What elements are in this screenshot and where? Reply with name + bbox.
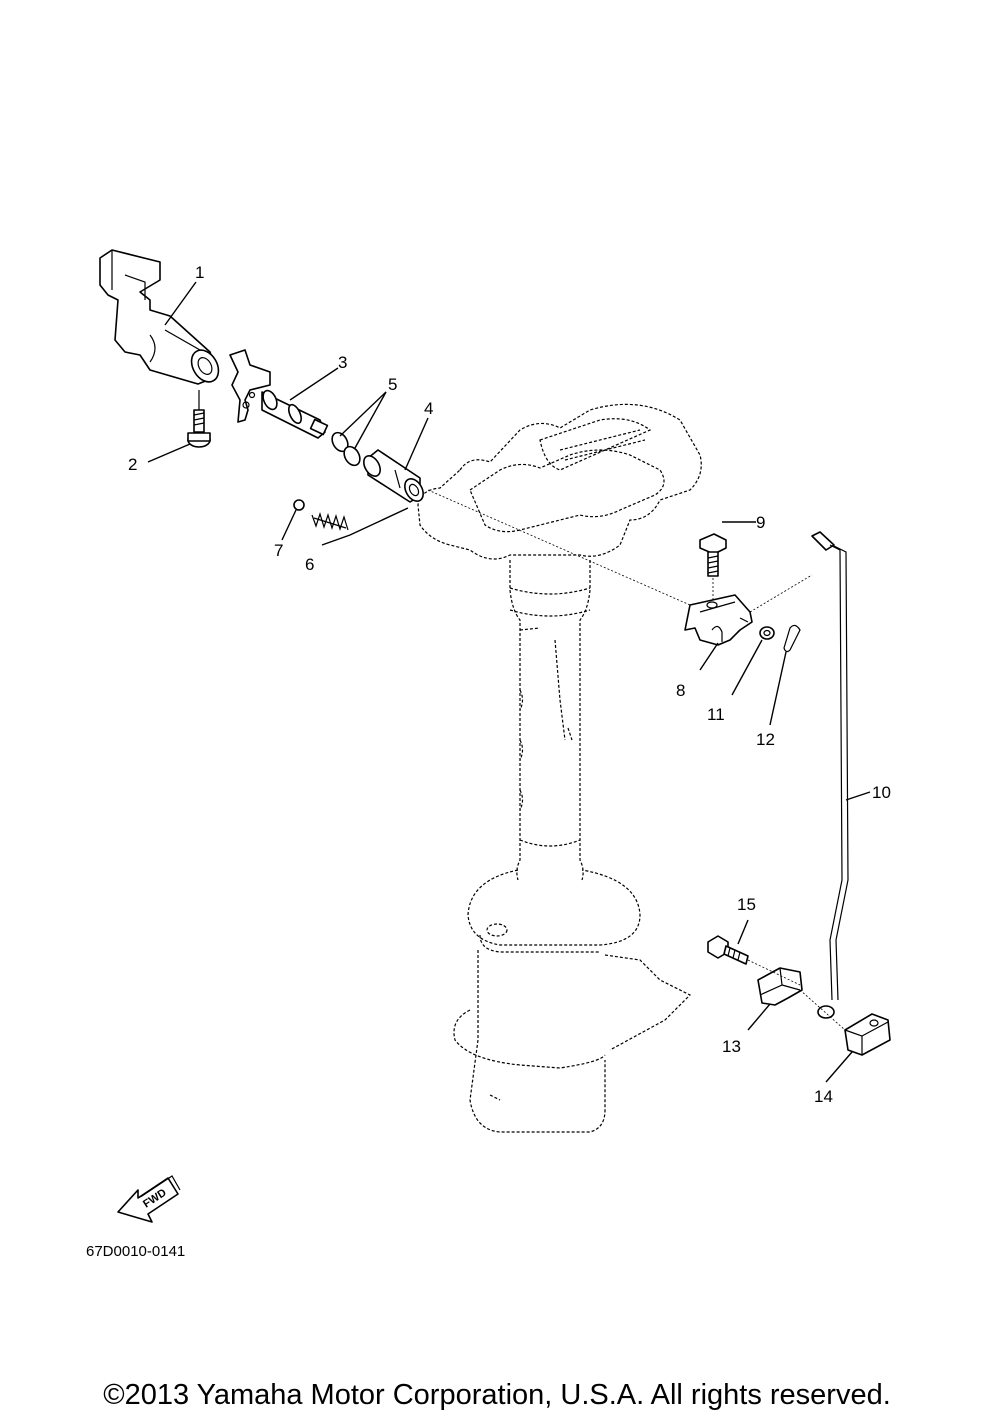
diagram-code: 67D0010-0141 — [86, 1243, 185, 1260]
shift-rod-part-10 — [811, 531, 849, 1019]
callout-5: 5 — [388, 375, 397, 394]
bushing-part-4 — [363, 449, 424, 503]
callouts: 1 2 3 4 5 6 7 8 9 10 11 12 13 14 15 — [128, 263, 891, 1106]
alignment-lines — [427, 489, 846, 1031]
ball-part-7 — [293, 499, 305, 511]
driveshaft-housing-outline — [417, 403, 702, 1133]
callout-3: 3 — [338, 353, 347, 372]
spring-part-6 — [311, 512, 349, 531]
leader-lines — [147, 281, 871, 1083]
shift-lever-part-3 — [229, 349, 329, 439]
callout-4: 4 — [424, 399, 433, 418]
screw-part-2 — [187, 390, 211, 448]
shift-handle-part-1 — [99, 249, 220, 385]
callout-14: 14 — [814, 1087, 833, 1106]
callout-7: 7 — [274, 541, 283, 560]
bolt-part-15 — [707, 935, 749, 965]
callout-15: 15 — [737, 895, 756, 914]
washer-part-11 — [759, 626, 775, 640]
callout-9: 9 — [756, 513, 765, 532]
callout-1: 1 — [195, 263, 204, 282]
copyright-notice: ©2013 Yamaha Motor Corporation, U.S.A. A… — [103, 1379, 891, 1411]
callout-12: 12 — [756, 730, 775, 749]
fwd-arrow-icon: FWD — [117, 1175, 181, 1223]
bracket-part-8 — [684, 594, 753, 646]
callout-8: 8 — [676, 681, 685, 700]
o-rings-part-5 — [331, 431, 361, 467]
callout-11: 11 — [707, 705, 725, 724]
pin-part-12 — [783, 624, 801, 653]
callout-13: 13 — [722, 1037, 741, 1056]
callout-10: 10 — [872, 783, 891, 802]
connector-part-13 — [757, 967, 803, 1006]
callout-6: 6 — [305, 555, 314, 574]
callout-2: 2 — [128, 455, 137, 474]
bolt-part-9 — [699, 533, 727, 577]
connector-part-14 — [844, 1013, 891, 1056]
